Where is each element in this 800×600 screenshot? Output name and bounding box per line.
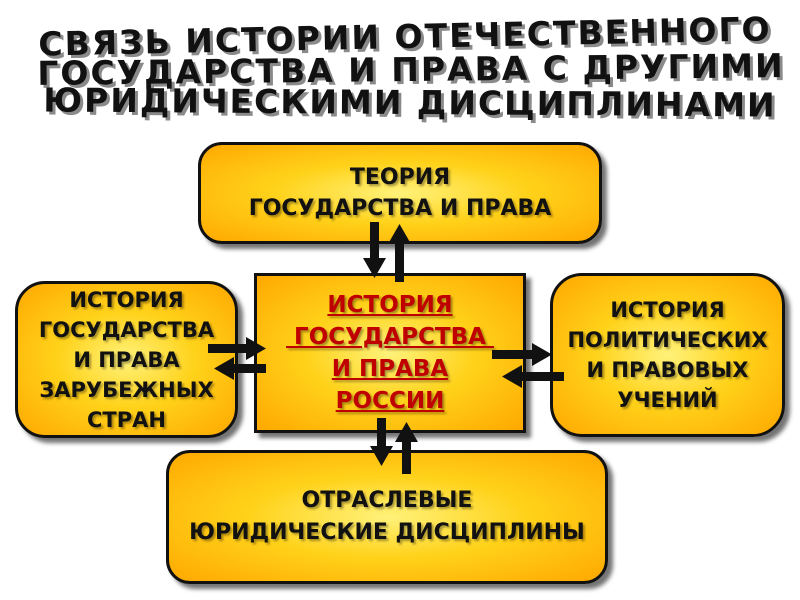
node-right-line-2: ПОЛИТИЧЕСКИХ: [567, 328, 768, 352]
node-right-line-3: И ПРАВОВЫХ: [586, 358, 749, 382]
node-center-line-2: ГОСУДАРСТВА: [286, 324, 494, 350]
title-line-3: ЮРИДИЧЕСКИМИ ДИСЦИПЛИНАМИ: [43, 80, 777, 125]
node-theory-of-state-and-law: ТЕОРИЯ ГОСУДАРСТВА И ПРАВА: [198, 142, 602, 244]
node-history-political-legal-doctrines: ИСТОРИЯ ПОЛИТИЧЕСКИХ И ПРАВОВЫХ УЧЕНИЙ: [550, 273, 785, 437]
node-bottom-line-2: ЮРИДИЧЕСКИЕ ДИСЦИПЛИНЫ: [189, 520, 585, 545]
node-left-line-2: ГОСУДАРСТВА: [38, 317, 215, 342]
node-center-line-1: ИСТОРИЯ: [327, 292, 453, 318]
node-left-line-3: И ПРАВА: [73, 347, 180, 372]
node-top-line-2: ГОСУДАРСТВА И ПРАВА: [248, 196, 552, 221]
node-center-line-3: И ПРАВА: [331, 356, 449, 382]
node-right-line-1: ИСТОРИЯ: [610, 298, 725, 322]
node-branch-legal-disciplines: ОТРАСЛЕВЫЕ ЮРИДИЧЕСКИЕ ДИСЦИПЛИНЫ: [166, 450, 608, 584]
diagram-title: СВЯЗЬ ИСТОРИИ ОТЕЧЕСТВЕННОГО ГОСУДАРСТВА…: [20, 9, 790, 125]
node-history-russia-state-and-law: ИСТОРИЯ ГОСУДАРСТВА И ПРАВА РОССИИ: [254, 273, 526, 433]
node-left-line-5: СТРАН: [87, 407, 166, 432]
node-right-line-4: УЧЕНИЙ: [617, 388, 718, 412]
node-history-foreign-state-and-law: ИСТОРИЯ ГОСУДАРСТВА И ПРАВА ЗАРУБЕЖНЫХ С…: [15, 281, 238, 438]
node-bottom-line-1: ОТРАСЛЕВЫЕ: [301, 488, 473, 513]
node-top-line-1: ТЕОРИЯ: [349, 165, 451, 190]
node-left-line-1: ИСТОРИЯ: [69, 287, 184, 312]
node-left-line-4: ЗАРУБЕЖНЫХ: [39, 377, 214, 402]
node-center-line-4: РОССИИ: [335, 388, 445, 414]
